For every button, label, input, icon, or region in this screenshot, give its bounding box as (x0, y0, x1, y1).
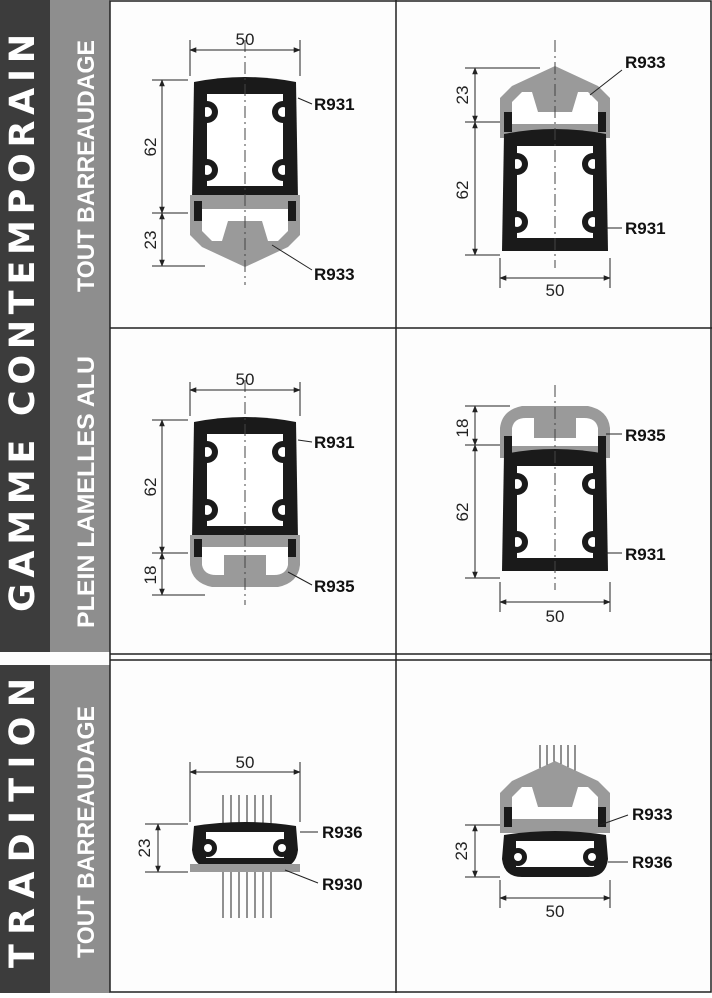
ref-top: R935 (625, 426, 666, 445)
ref-bottom: R935 (314, 577, 355, 596)
gamme-title: GAMME CONTEMPORAIN (3, 34, 43, 612)
profile-r936 (192, 822, 298, 868)
dim-width: 50 (236, 370, 255, 389)
ref-bottom: R931 (625, 545, 666, 564)
dim-height-b: 23 (141, 231, 160, 250)
ref-top: R931 (314, 95, 355, 114)
ref-top: R933 (632, 805, 673, 824)
ref-top: R931 (314, 433, 355, 452)
ref-bottom: R936 (632, 853, 673, 872)
subband-label-barreaudage: TOUT BARREAUDAGE (73, 40, 100, 292)
dim-height-a: 23 (135, 839, 154, 858)
tradition-title: TRADITION (3, 678, 43, 968)
gamme-band (0, 0, 50, 652)
dim-height-a: 62 (141, 478, 160, 497)
dim-width: 50 (546, 902, 565, 921)
panel-2: 23 62 50 R933 R931 (453, 40, 666, 300)
profile-r930 (190, 864, 300, 872)
panel-6: 23 50 R933 R936 (452, 745, 673, 921)
dim-width: 50 (546, 281, 565, 300)
panel-1: 50 62 23 R931 R933 (141, 30, 355, 285)
ref-top: R933 (625, 53, 666, 72)
panel-5: 50 23 R936 R930 (135, 753, 363, 918)
subband-label-tradition: TOUT BARREAUDAGE (73, 706, 100, 958)
dim-height-b: 18 (141, 566, 160, 585)
dim-height-a: 23 (453, 86, 472, 105)
profile-r933 (500, 761, 610, 833)
panel-3: 50 62 18 R931 R935 (141, 370, 355, 605)
dim-width: 50 (236, 753, 255, 772)
grid-lines (109, 0, 712, 993)
dim-height-b: 62 (453, 181, 472, 200)
ref-bottom: R930 (322, 875, 363, 894)
dim-height-a: 23 (452, 842, 471, 861)
dim-height-b: 62 (453, 503, 472, 522)
dim-height-a: 62 (141, 138, 160, 157)
ref-bottom: R931 (625, 219, 666, 238)
dim-width: 50 (236, 30, 255, 49)
profile-r936 (502, 831, 608, 877)
tradition-band (0, 665, 50, 993)
dim-width: 50 (546, 607, 565, 626)
ref-top: R936 (322, 823, 363, 842)
gamme-subband (50, 0, 110, 652)
subband-label-lamelles: PLEIN LAMELLES ALU (73, 356, 100, 628)
panel-4: 18 62 50 R935 R931 (453, 385, 666, 626)
ref-bottom: R933 (314, 265, 355, 284)
dim-height-a: 18 (453, 419, 472, 438)
tradition-subband (50, 665, 110, 993)
